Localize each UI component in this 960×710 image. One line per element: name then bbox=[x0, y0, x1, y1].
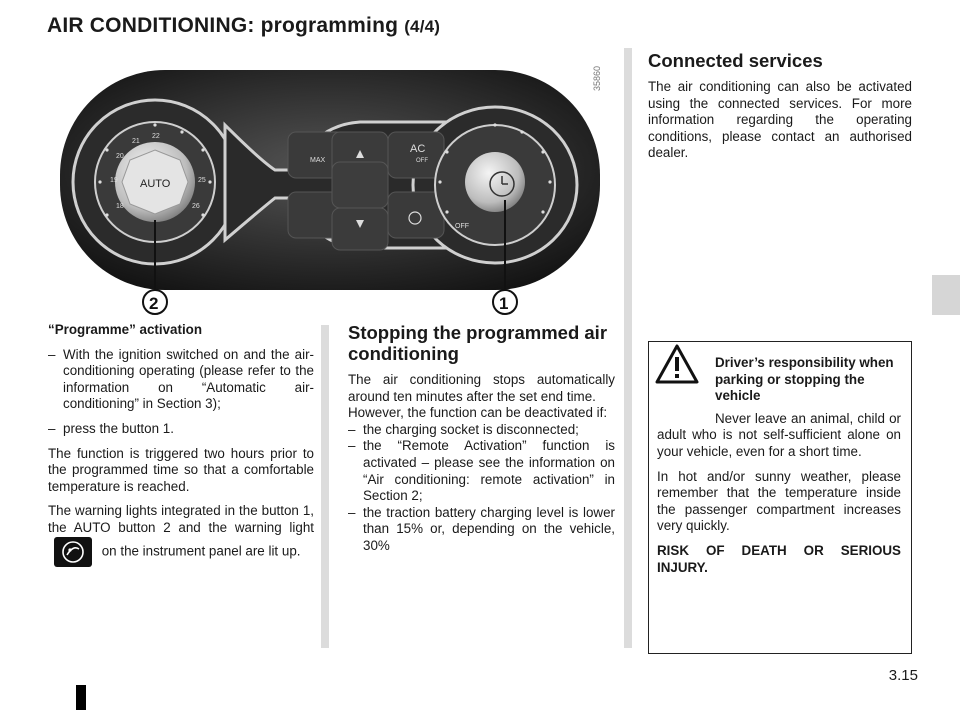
dial-number: 21 bbox=[132, 138, 140, 145]
dial-number: 22 bbox=[152, 133, 160, 140]
column-divider-right bbox=[624, 48, 632, 648]
paragraph: The function is triggered two hours prio… bbox=[48, 445, 314, 494]
section-heading: “Programme” activation bbox=[48, 322, 203, 337]
dial-number: 20 bbox=[116, 153, 124, 160]
print-mark bbox=[76, 685, 86, 710]
list-item: – the charging socket is disconnected; bbox=[348, 421, 579, 437]
dial-number: 19 bbox=[110, 177, 118, 184]
paragraph: The air conditioning can also be activat… bbox=[648, 79, 912, 161]
max-label: MAX bbox=[310, 157, 326, 164]
programme-activation-section: “Programme” activation – With the igniti… bbox=[48, 322, 314, 567]
warning-heading: Driver’s responsibility when parking or … bbox=[715, 355, 894, 404]
paragraph: The air conditioning stops automatically… bbox=[348, 372, 615, 404]
recirculation-icon bbox=[408, 211, 422, 225]
callout-1: 1 bbox=[499, 294, 508, 313]
stopping-programmed-ac-section: Stopping the programmed air conditioning… bbox=[348, 322, 615, 555]
auto-label: AUTO bbox=[140, 178, 171, 190]
list-item: – the “Remote Activation” function is ac… bbox=[348, 438, 615, 504]
column-divider-left bbox=[321, 318, 329, 648]
section-tab bbox=[932, 275, 960, 315]
page-title: AIR CONDITIONING: programming (4/4) bbox=[47, 14, 440, 38]
connected-services-section: Connected services The air conditioning … bbox=[648, 50, 912, 170]
paragraph: However, the function can be deactivated… bbox=[348, 405, 608, 421]
warning-triangle-icon bbox=[655, 344, 699, 384]
clock-icon bbox=[489, 171, 515, 197]
dial-number: 26 bbox=[192, 203, 200, 210]
off-label: OFF bbox=[455, 223, 469, 230]
page-title-suffix: (4/4) bbox=[404, 17, 441, 36]
page-title-text: AIR CONDITIONING: programming bbox=[47, 14, 399, 37]
dial-number: 18 bbox=[116, 203, 124, 210]
warning-paragraph: Never leave an animal, child or adult wh… bbox=[657, 410, 901, 459]
callout-2: 2 bbox=[149, 294, 158, 313]
programme-dial bbox=[465, 152, 525, 212]
page-number: 3.15 bbox=[888, 667, 918, 684]
ac-label: AC bbox=[410, 143, 425, 155]
list-item: – With the ignition switched on and the … bbox=[48, 346, 314, 412]
dial-number: 25 bbox=[198, 177, 206, 184]
warning-emphasis: RISK OF DEATH OR SERIOUS INJURY. bbox=[657, 542, 901, 575]
warning-box: Driver’s responsibility when parking or … bbox=[648, 341, 912, 654]
list-item: – press the button 1. bbox=[48, 420, 174, 436]
section-heading: Stopping the programmed air conditioning bbox=[348, 322, 608, 364]
warning-light-icon bbox=[54, 536, 92, 567]
arrow-down-icon bbox=[356, 220, 364, 228]
list-item: – the traction battery charging level is… bbox=[348, 504, 615, 553]
arrow-up-icon bbox=[356, 150, 364, 158]
climate-control-panel-illustration: MAX AC OFF AUTO 18 19 20 21 22 25 26 OFF… bbox=[60, 70, 600, 325]
section-heading: Connected services bbox=[648, 50, 823, 71]
ac-off-label: OFF bbox=[416, 158, 428, 164]
paragraph: The warning lights integrated in the but… bbox=[48, 503, 314, 567]
warning-paragraph: In hot and/or sunny weather, please reme… bbox=[657, 468, 901, 534]
